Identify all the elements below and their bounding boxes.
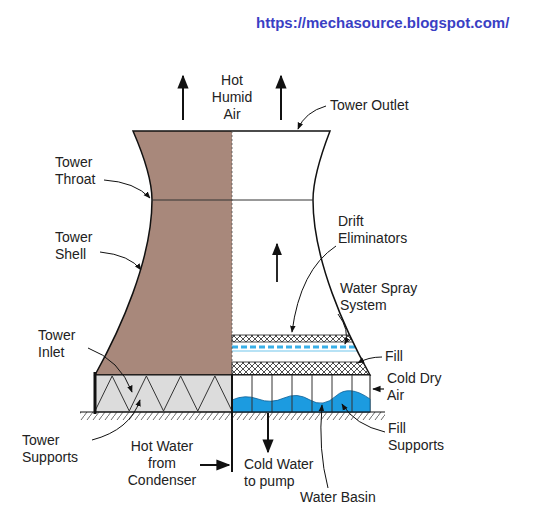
brace-line bbox=[95, 376, 232, 411]
part-label: Water Basin bbox=[300, 489, 376, 506]
part-label: Fill Supports bbox=[388, 420, 450, 454]
watermark: https://mechasource.blogspot.com/ bbox=[256, 14, 509, 31]
leader-line bbox=[92, 400, 140, 440]
leader-line bbox=[100, 252, 141, 270]
leader-line bbox=[342, 404, 385, 432]
center-line bbox=[232, 131, 233, 375]
leader-line bbox=[338, 314, 346, 344]
fill-support-post bbox=[312, 375, 313, 412]
fill-support-post bbox=[332, 375, 333, 412]
air-inlet-arrow bbox=[373, 388, 384, 389]
flow-label: Cold Dry Air bbox=[387, 370, 453, 404]
part-label: Tower Throat bbox=[55, 154, 105, 188]
tower-inlet-supports bbox=[95, 375, 232, 412]
part-label: Water Spray System bbox=[340, 280, 440, 314]
part-label: Drift Eliminators bbox=[338, 213, 420, 247]
fill-support-post bbox=[272, 375, 273, 412]
leader-line bbox=[298, 106, 326, 129]
part-label: Tower Supports bbox=[22, 432, 94, 466]
leader-line bbox=[292, 246, 336, 332]
flow-label: Hot Humid Air bbox=[207, 72, 257, 123]
cold-water-arrow bbox=[267, 413, 269, 452]
fill-support-post bbox=[292, 375, 293, 412]
inlet-post bbox=[94, 372, 97, 414]
leader-line bbox=[321, 405, 328, 488]
water-basin bbox=[232, 391, 370, 412]
fill-support-frame bbox=[232, 375, 370, 412]
leader-line bbox=[358, 357, 382, 363]
air-arrow bbox=[280, 76, 282, 120]
fill-supports bbox=[252, 375, 352, 412]
part-label: Fill bbox=[385, 348, 403, 365]
hot-water-arrow bbox=[200, 464, 229, 466]
tower-shell-outline bbox=[95, 131, 370, 375]
tower-body bbox=[80, 125, 382, 380]
leader-line bbox=[104, 180, 150, 198]
part-label: Tower Inlet bbox=[38, 327, 88, 361]
air-arrow bbox=[182, 76, 184, 120]
air-arrow bbox=[276, 244, 278, 282]
throat-line bbox=[152, 200, 313, 201]
leader-line bbox=[88, 348, 132, 392]
hot-water-pipe bbox=[231, 375, 233, 472]
fill-support-post bbox=[252, 375, 253, 412]
part-label: Tower Outlet bbox=[330, 97, 409, 114]
flow-label: Hot Water from Condenser bbox=[124, 438, 200, 489]
support-braces bbox=[95, 376, 232, 411]
flow-label: Cold Water to pump bbox=[244, 456, 326, 490]
part-label: Tower Shell bbox=[55, 229, 105, 263]
fill-support-post bbox=[352, 375, 353, 412]
